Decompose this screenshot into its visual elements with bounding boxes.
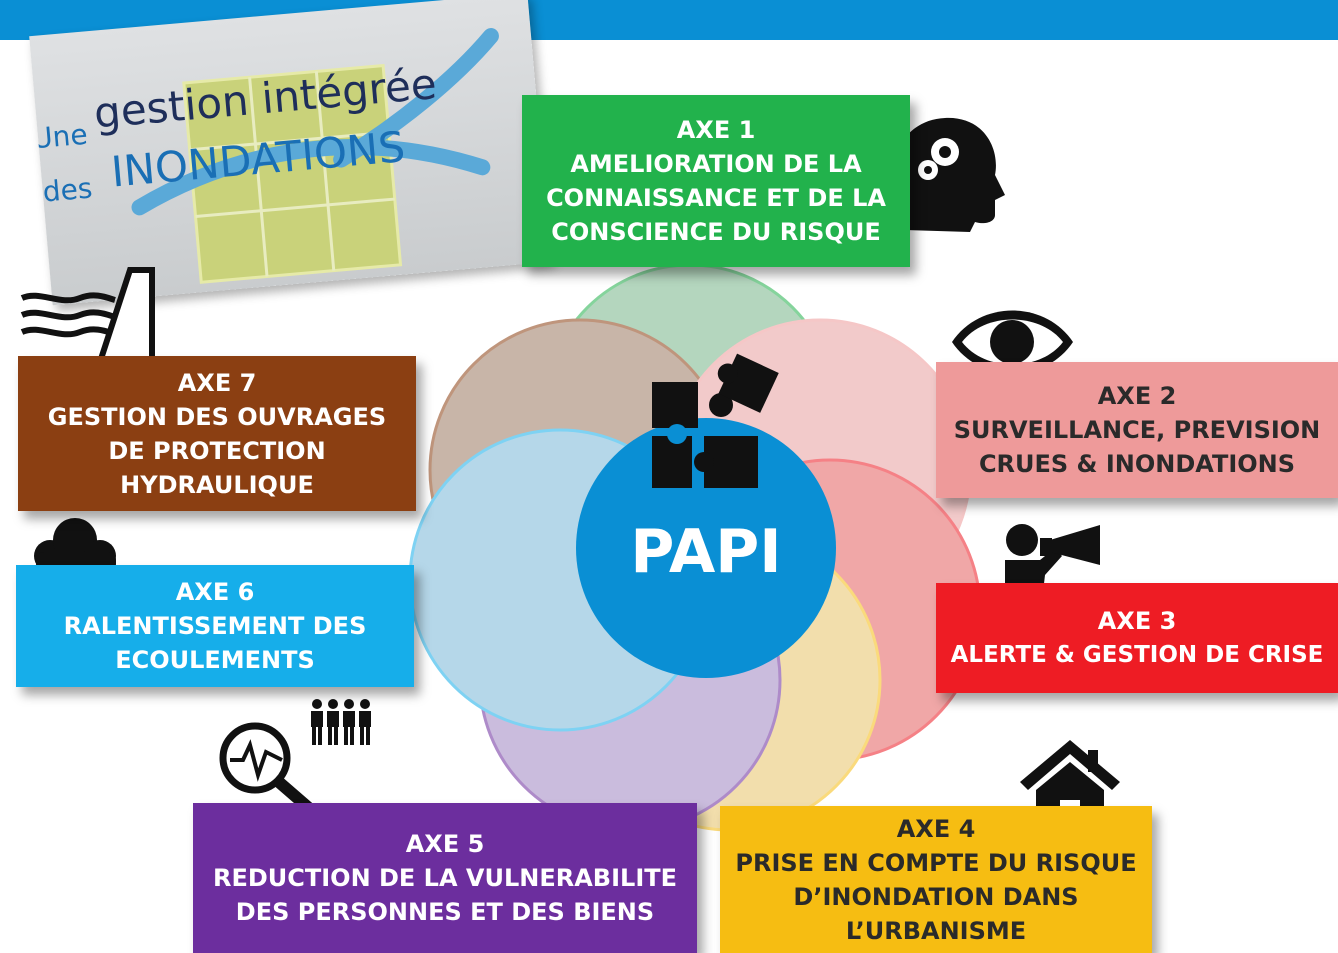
logo-card: Une gestion intégrée des INONDATIONS: [29, 0, 551, 306]
axe7-title: AXE 7: [177, 368, 257, 397]
axe6-title: AXE 6: [175, 578, 255, 606]
axe3-title: AXE 3: [1097, 607, 1177, 635]
axe7-line-2: DE PROTECTION: [108, 436, 326, 465]
axe7-line-3: HYDRAULIQUE: [120, 470, 314, 499]
axe1-title: AXE 1: [676, 116, 756, 144]
axe6-box: AXE 6 RALENTISSEMENT DES ECOULEMENTS: [16, 565, 414, 687]
axe2-title: AXE 2: [1097, 382, 1177, 410]
axe4-line-1: PRISE EN COMPTE DU RISQUE: [735, 848, 1137, 877]
puzzle-icon: [652, 353, 779, 488]
axe4-line-3: L’URBANISME: [845, 916, 1027, 945]
logo-river-upper: [333, 28, 499, 168]
axe4-line-2: D’INONDATION DANS: [793, 882, 1079, 911]
axe5-line-2: DES PERSONNES ET DES BIENS: [235, 898, 655, 926]
axe1-line-2: CONNAISSANCE ET DE LA: [546, 184, 886, 212]
axe7-box: AXE 7 GESTION DES OUVRAGES DE PROTECTION…: [18, 356, 416, 511]
dam-icon: [20, 267, 155, 365]
axe5-line-1: REDUCTION DE LA VULNERABILITE: [212, 864, 678, 892]
axe4-title: AXE 4: [896, 814, 976, 843]
logo-graphic: [131, 28, 499, 284]
axe4-box: AXE 4 PRISE EN COMPTE DU RISQUE D’INONDA…: [720, 806, 1152, 953]
eye-icon: [952, 310, 1073, 374]
axe1-line-1: AMELIORATION DE LA: [570, 150, 862, 178]
axe3-box: AXE 3 ALERTE & GESTION DE CRISE: [936, 583, 1338, 693]
axe3-line-1: ALERTE & GESTION DE CRISE: [950, 642, 1324, 668]
axe2-line-2: CRUES & INONDATIONS: [978, 450, 1296, 478]
center-label: PAPI: [630, 517, 781, 587]
axe6-line-1: RALENTISSEMENT DES: [63, 612, 367, 640]
logo-river-lower: [131, 139, 491, 216]
center-circle: [576, 418, 836, 678]
head-gears-icon: [893, 117, 1005, 232]
axe7-line-1: GESTION DES OUVRAGES: [47, 402, 387, 431]
axe2-box: AXE 2 SURVEILLANCE, PREVISION CRUES & IN…: [936, 362, 1338, 498]
axe2-line-1: SURVEILLANCE, PREVISION: [953, 416, 1321, 444]
axe5-box: AXE 5 REDUCTION DE LA VULNERABILITE DES …: [193, 803, 697, 953]
axe6-line-2: ECOULEMENTS: [115, 646, 315, 674]
axe1-box: AXE 1 AMELIORATION DE LA CONNAISSANCE ET…: [522, 95, 910, 267]
axe1-line-3: CONSCIENCE DU RISQUE: [551, 218, 881, 246]
axe5-title: AXE 5: [405, 830, 485, 858]
